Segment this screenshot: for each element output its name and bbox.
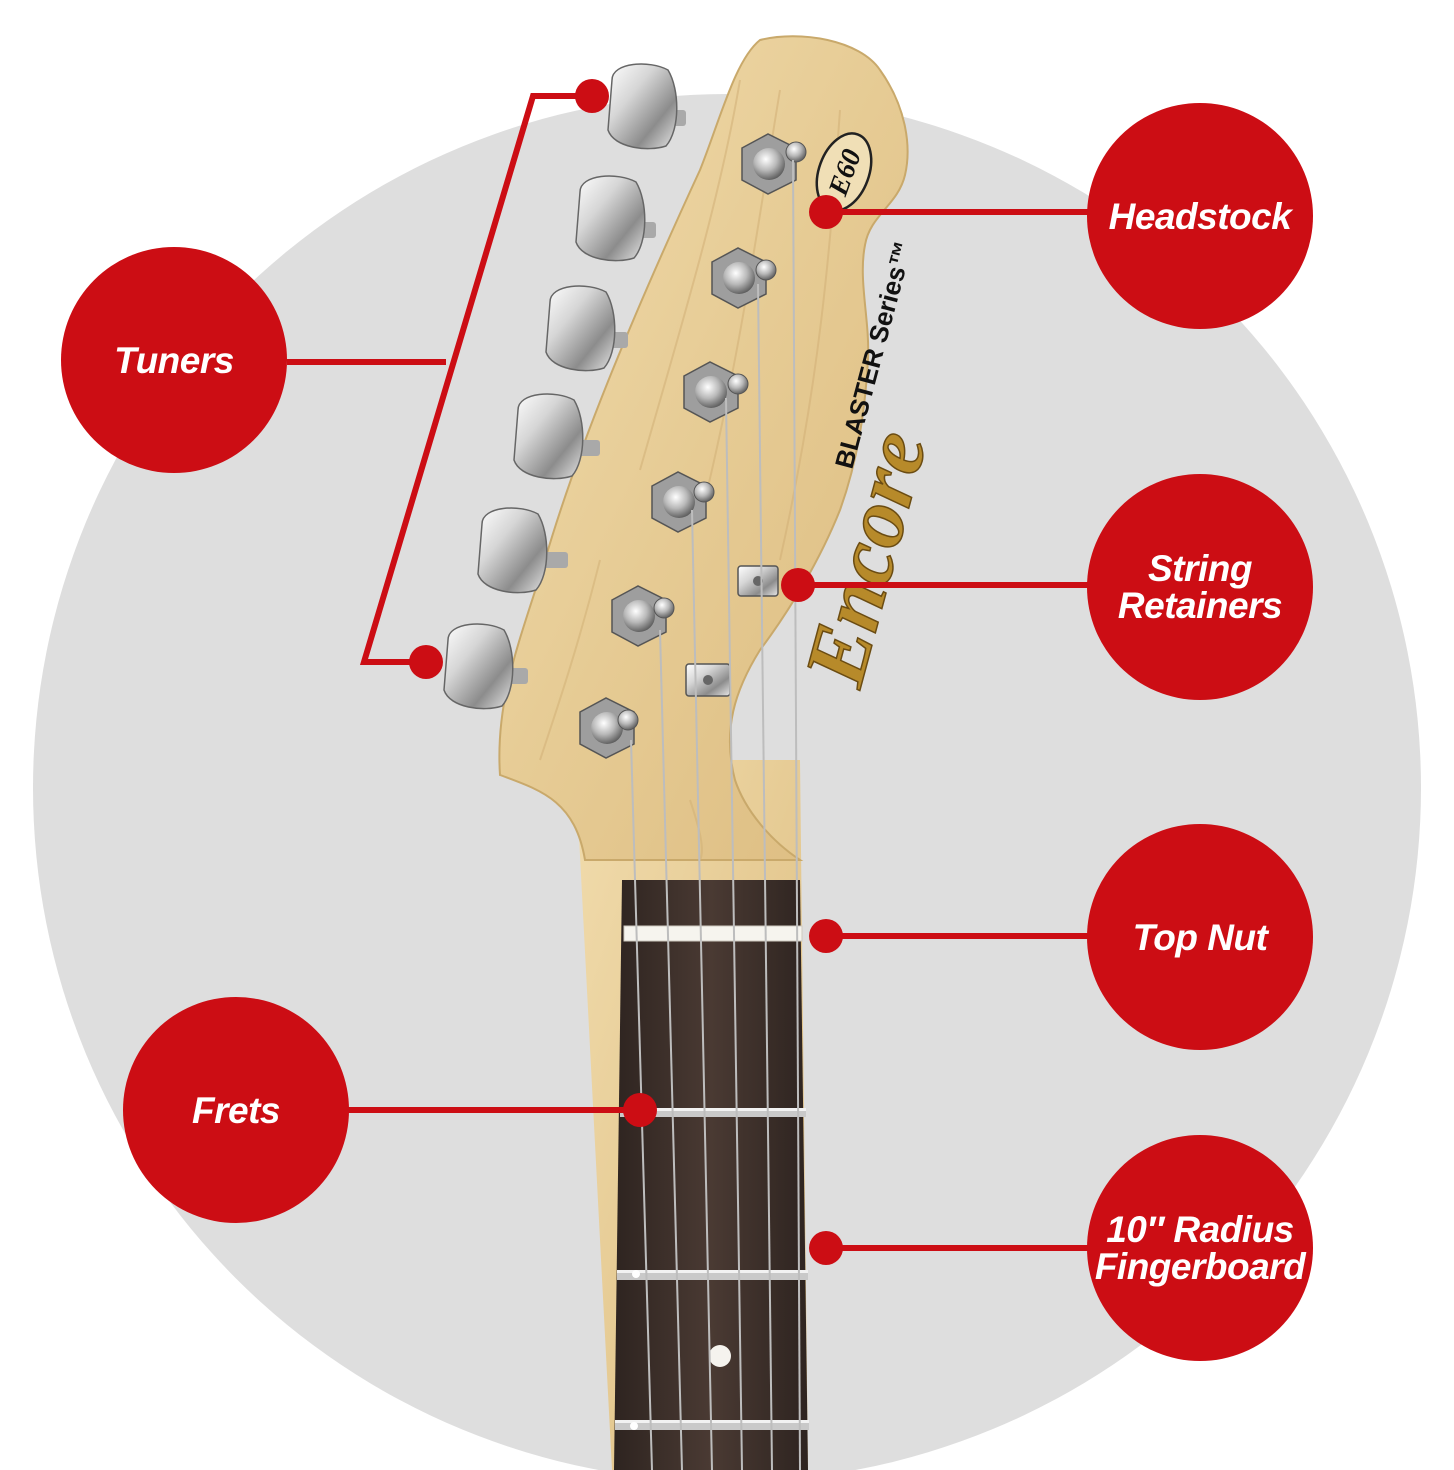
top-nut xyxy=(623,925,803,942)
side-dot xyxy=(630,1422,638,1430)
tuner-post xyxy=(683,361,749,423)
pointer-dots xyxy=(409,79,843,1265)
leader-lines xyxy=(287,93,1090,1251)
frets-dot xyxy=(623,1093,657,1127)
tuner-key xyxy=(607,63,686,150)
tuner-key xyxy=(477,507,568,594)
callout-frets-label: Frets xyxy=(192,1089,280,1131)
callout-headstock: Headstock xyxy=(1087,103,1313,329)
fret xyxy=(620,1108,806,1111)
tuner-key xyxy=(545,285,628,372)
fret xyxy=(617,1270,808,1280)
tuner-post xyxy=(711,247,777,309)
fingerboard xyxy=(614,880,808,1470)
tuners-bottom-dot xyxy=(409,645,443,679)
tuner-post xyxy=(611,585,675,647)
tuner-key xyxy=(443,623,528,710)
side-dot xyxy=(632,1270,640,1278)
callout-top-nut: Top Nut xyxy=(1087,824,1313,1050)
callout-radius-fingerboard: 10″ Radius Fingerboard xyxy=(1087,1135,1313,1361)
fret xyxy=(617,1270,808,1273)
headstock xyxy=(498,35,909,861)
fret xyxy=(620,1108,806,1117)
tuners-bracket xyxy=(359,93,592,665)
radius-dot xyxy=(809,1231,843,1265)
top-nut-dot xyxy=(809,919,843,953)
fret-inlay xyxy=(709,1345,731,1367)
callout-string-retainers-label: String Retainers xyxy=(1117,548,1283,626)
tuner-key xyxy=(575,175,656,262)
tuners-top-dot xyxy=(575,79,609,113)
tuner-post xyxy=(741,133,807,195)
tuner-key xyxy=(513,393,600,480)
model-badge: E60 xyxy=(815,132,873,212)
tuner-keys xyxy=(443,63,686,710)
callout-radius-fingerboard-label: 10″ Radius Fingerboard xyxy=(1094,1209,1306,1287)
callout-tuners-label: Tuners xyxy=(114,339,234,381)
callout-top-nut-label: Top Nut xyxy=(1132,916,1268,958)
callout-headstock-label: Headstock xyxy=(1108,195,1292,237)
tuner-posts xyxy=(579,133,807,759)
callout-circles xyxy=(61,103,1313,1361)
callout-tuners: Tuners xyxy=(61,247,287,473)
string-retainers-dot xyxy=(781,568,815,602)
fret xyxy=(615,1420,809,1423)
callout-frets: Frets xyxy=(123,997,349,1223)
callout-string-retainers: String Retainers xyxy=(1087,474,1313,700)
tuner-post xyxy=(579,697,639,759)
string-retainers xyxy=(685,565,779,697)
headstock-dot xyxy=(809,195,843,229)
strings xyxy=(630,159,801,1470)
